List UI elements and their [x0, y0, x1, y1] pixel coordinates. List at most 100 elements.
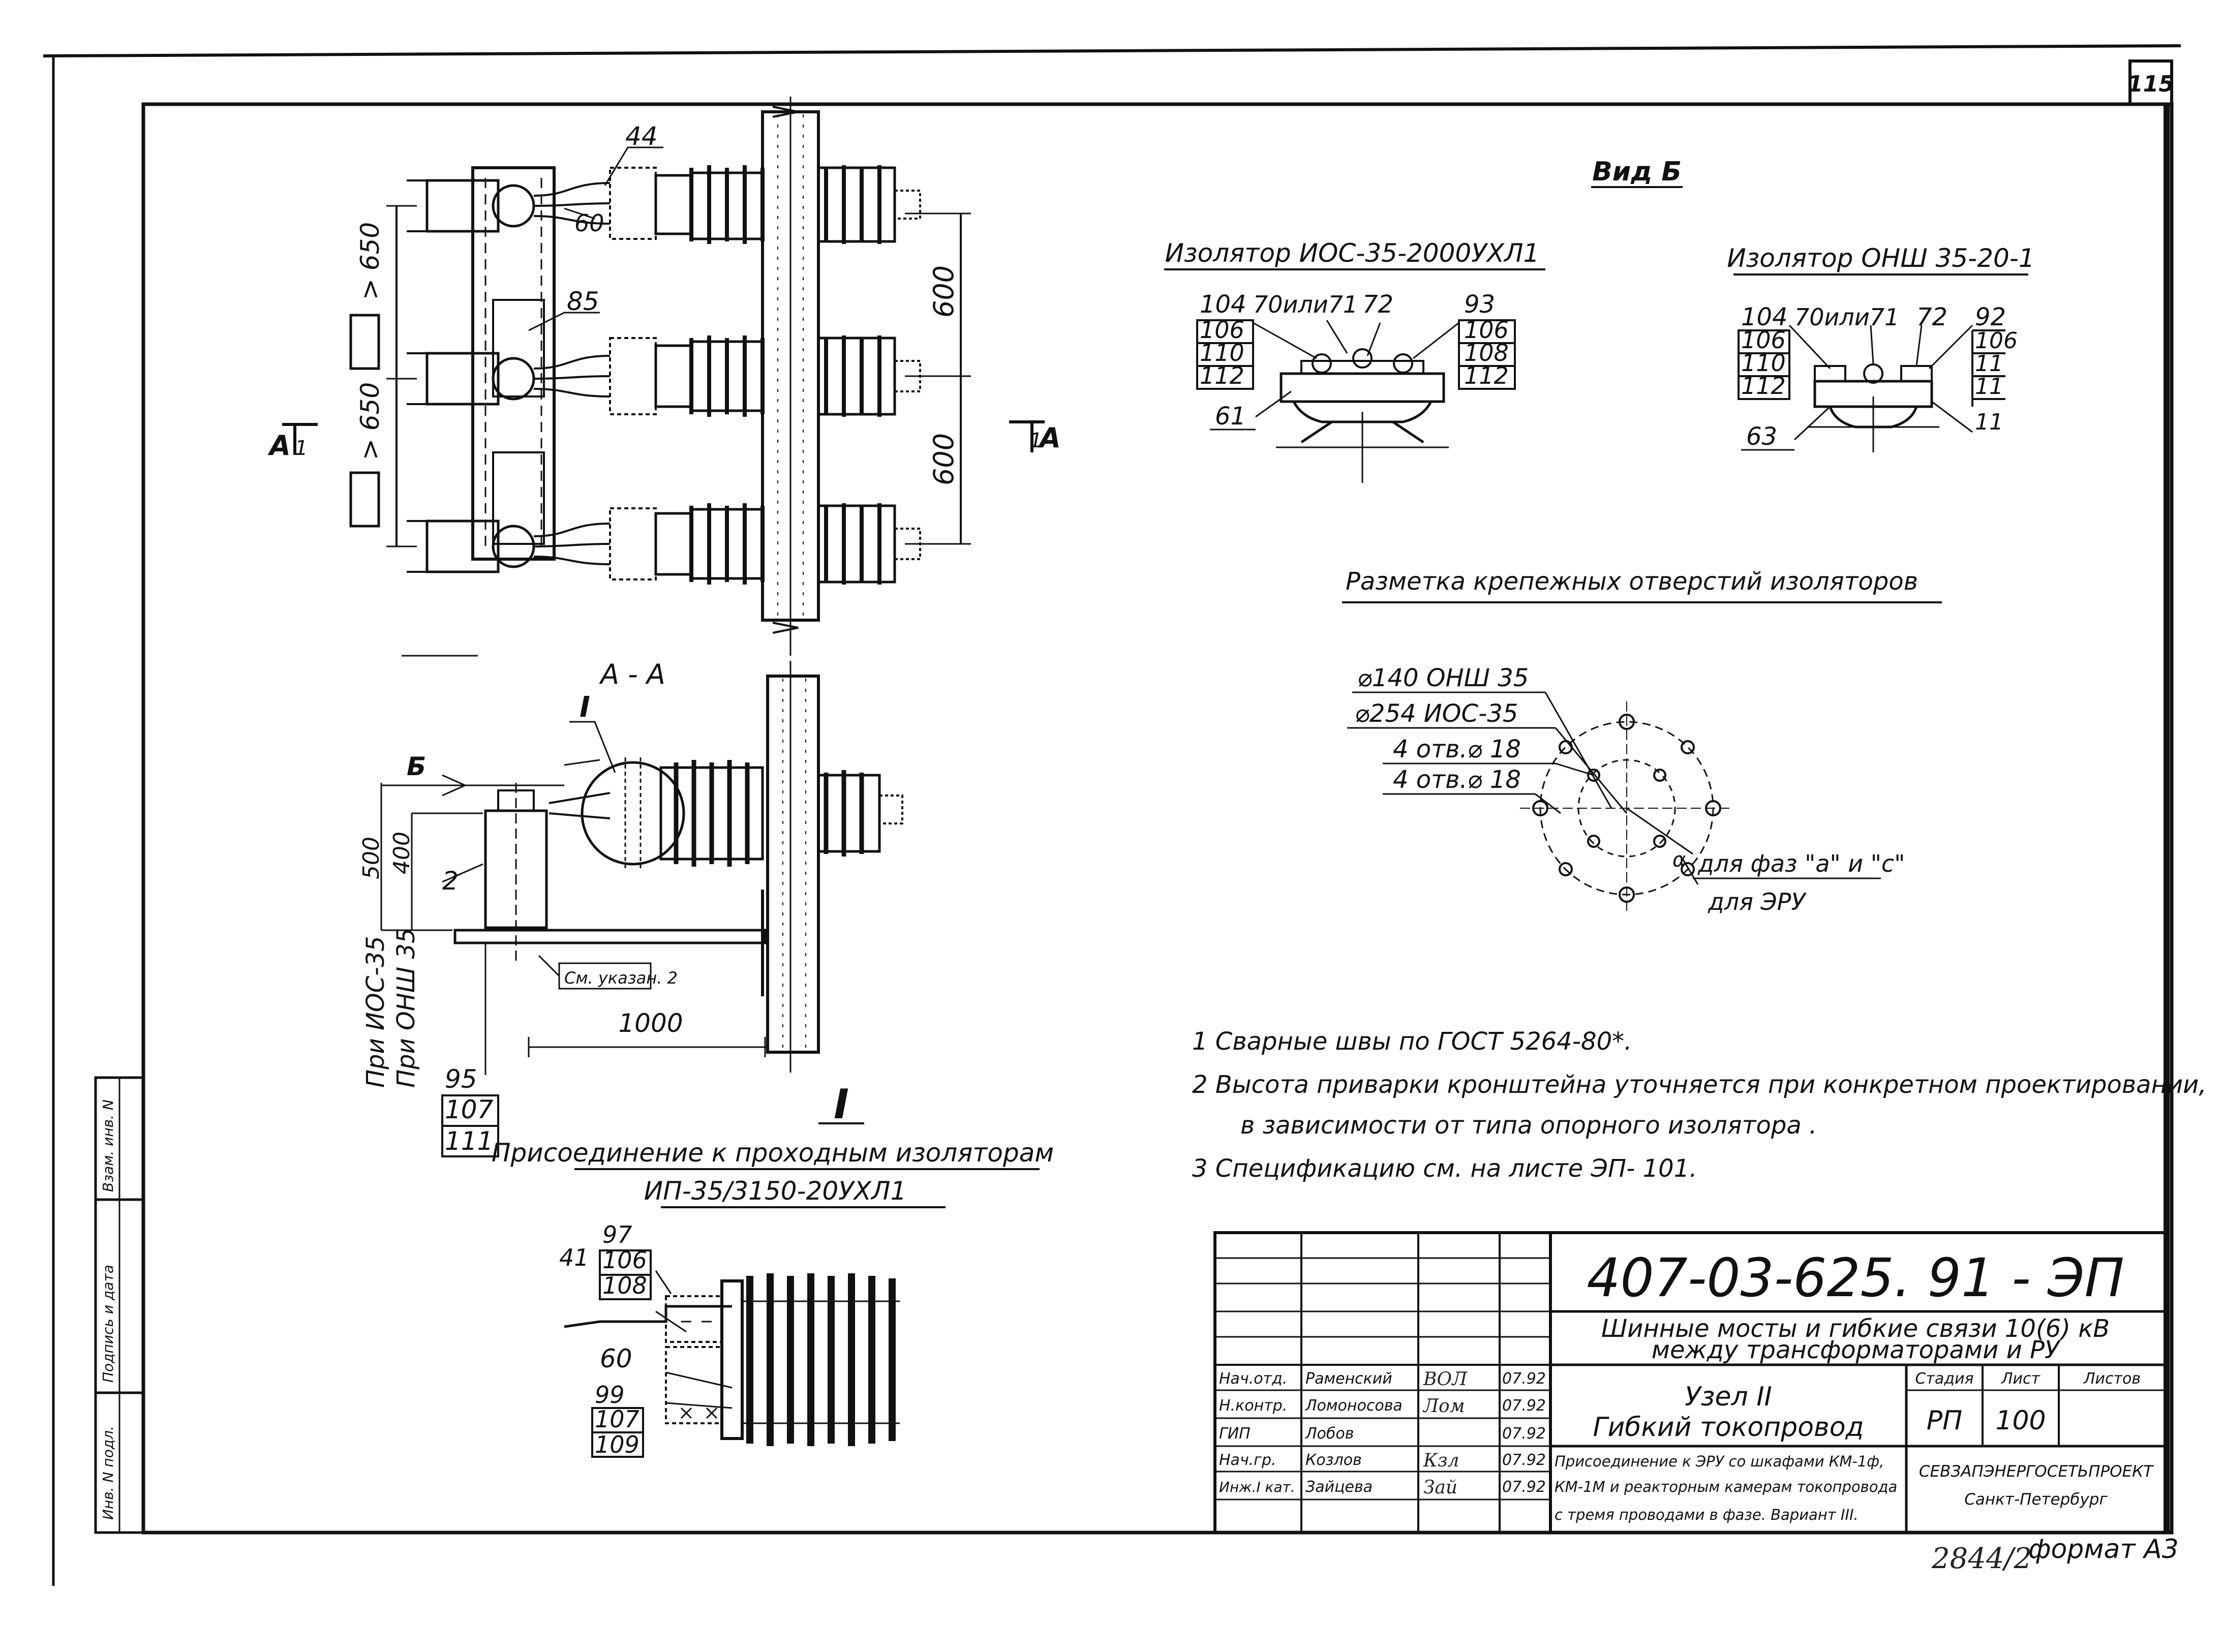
node-1: Узел II	[1685, 1382, 1772, 1412]
spec-95: 95	[445, 1064, 477, 1094]
section-aa	[380, 655, 903, 1075]
ins1-top-72: 72	[1362, 290, 1393, 319]
role-1: Н.контр.	[1219, 1397, 1287, 1415]
dim-600-top: 600	[928, 265, 960, 318]
support-frame	[471, 166, 556, 561]
name-2: Лобов	[1305, 1425, 1354, 1443]
label-pri-onsh: При ОНШ 35	[392, 928, 420, 1088]
detail-ref-97: 97	[602, 1221, 632, 1248]
dim-650-bottom: > 650	[355, 382, 385, 460]
role-4: Инж.I кат.	[1219, 1479, 1295, 1495]
ins2-ref-63: 63	[1746, 422, 1777, 451]
sign-4: Зай	[1423, 1477, 1457, 1498]
phase-note: для фаз "а" и "с"	[1697, 850, 1905, 877]
ins1-right-112: 112	[1464, 362, 1509, 389]
ins2-top-92: 92	[1975, 303, 2006, 331]
ins1-right-stack	[1458, 319, 1516, 390]
holes-line-3: 4 отв.⌀ 18	[1393, 735, 1521, 763]
section-mark-left-num: 1	[295, 437, 308, 460]
sign-0: ВОЛ	[1423, 1369, 1468, 1390]
dim-600-bottom: 600	[928, 433, 960, 485]
holes-title: Разметка крепежных отверстий изоляторов	[1346, 567, 1918, 596]
ins2-left-stack	[1738, 329, 1790, 400]
name-1: Ломоносова	[1305, 1397, 1403, 1415]
ins2-left-110: 110	[1741, 349, 1786, 377]
view-b-title: Вид Б	[1592, 157, 1682, 187]
detail-ref-108: 108	[602, 1272, 647, 1299]
detail-circle-i	[581, 761, 685, 866]
sheets-header: Листов	[2083, 1370, 2141, 1388]
holes-line-4: 4 отв.⌀ 18	[1393, 766, 1521, 794]
ins1-top-70: 70или71	[1253, 291, 1358, 318]
date-2: 07.92	[1502, 1425, 1546, 1443]
ins1-top-104: 104	[1200, 290, 1246, 319]
date-0: 07.92	[1502, 1370, 1546, 1388]
stamp-podpis: Подпись и дата	[100, 1265, 116, 1383]
note-1: 1 Сварные швы по ГОСТ 5264-80*.	[1192, 1027, 1632, 1056]
detail-ref-41: 41	[559, 1244, 589, 1271]
ins1-left-110: 110	[1200, 339, 1244, 366]
detail-i-title: Присоединение к проходным изоляторам	[492, 1138, 1054, 1168]
spec-111: 111	[445, 1126, 493, 1156]
bushing-bottom	[654, 503, 921, 585]
stamp-inv-podl: Инв. N подл.	[100, 1426, 116, 1520]
org-city: Санкт-Петербург	[1964, 1490, 2108, 1509]
detail-i-drawing	[564, 1270, 900, 1446]
project-title-2: между трансформаторами и РУ	[1652, 1336, 2061, 1364]
side-stamp	[94, 1076, 145, 1534]
ins2-right-stack	[1971, 329, 2005, 407]
ins2-right-106: 106	[1975, 328, 2018, 354]
section-aa-title: А - А	[599, 658, 665, 690]
date-1: 07.92	[1502, 1397, 1546, 1415]
ins1-left-112: 112	[1200, 362, 1244, 389]
ins1-right-106: 106	[1464, 316, 1509, 344]
ins2-top-104: 104	[1741, 303, 1788, 331]
note-3: 3 Спецификацию см. на листе ЭП- 101.	[1192, 1154, 1697, 1183]
project-title-1: Шинные мосты и гибкие связи 10(6) кВ	[1601, 1314, 2110, 1343]
dim-650-top: > 650	[355, 222, 385, 300]
dim-1000: 1000	[618, 1008, 683, 1038]
sheet-header: Лист	[2001, 1370, 2041, 1388]
ins1-left-stack	[1196, 319, 1254, 390]
ins2-right-11a: 11	[1975, 351, 2003, 377]
callout-60: 60	[574, 209, 604, 237]
section-mark-right: А	[1038, 422, 1061, 454]
role-0: Нач.отд.	[1219, 1370, 1287, 1388]
eru-note: для ЭРУ	[1708, 888, 1807, 915]
insulator-2-drawing	[1788, 324, 1973, 452]
section-mark-right-num: 1	[1029, 429, 1042, 452]
sign-1: Лом	[1422, 1396, 1465, 1417]
plan-dimensions	[282, 146, 1045, 547]
dim-500: 500	[358, 837, 384, 879]
stamp-vzam: Взам. инв. N	[100, 1099, 116, 1192]
doc-code: 407-03-625. 91 - ЭП	[1587, 1247, 2124, 1309]
note-ref: См. указан. 2	[564, 968, 678, 988]
page-number: 115	[2127, 71, 2174, 97]
detail-i-stack-bottom	[591, 1407, 644, 1458]
name-0: Раменский	[1305, 1370, 1392, 1388]
bushing-top	[654, 165, 921, 244]
description-1: Присоединение к ЭРУ со шкафами КМ-1ф,	[1555, 1453, 1884, 1470]
description-2: КМ-1М и реакторным камерам токопровода	[1555, 1478, 1897, 1495]
ins1-ref-61: 61	[1215, 402, 1246, 431]
date-3: 07.92	[1502, 1451, 1546, 1469]
ins2-top-70: 70или71	[1794, 303, 1899, 331]
detail-ref-i: I	[580, 691, 590, 724]
ins1-left-106: 106	[1200, 316, 1244, 344]
bushing-middle	[654, 335, 921, 417]
ins2-right-11b: 11	[1975, 374, 2003, 400]
detail-ref-107: 107	[595, 1405, 640, 1433]
title-block	[1213, 1231, 2167, 1534]
callout-85: 85	[567, 287, 599, 316]
detail-ref-106: 106	[602, 1246, 647, 1274]
alpha-label: α	[1672, 848, 1686, 872]
detail-ref-109: 109	[595, 1431, 640, 1458]
ins2-left-112: 112	[1741, 372, 1786, 400]
section-mark-left: А	[267, 430, 291, 462]
name-4: Зайцева	[1305, 1478, 1373, 1496]
detail-i-subtitle: ИП-35/3150-20УХЛ1	[644, 1176, 907, 1206]
archive-number: 2844/2	[1931, 1542, 2032, 1575]
ins2-left-106: 106	[1741, 326, 1786, 354]
detail-i-numeral: I	[834, 1081, 849, 1128]
spec-107: 107	[445, 1095, 494, 1124]
